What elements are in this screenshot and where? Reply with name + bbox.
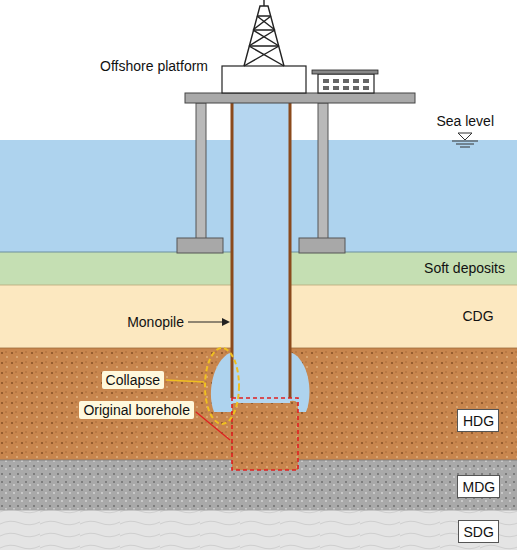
- layer-label: Offshore platform: [100, 58, 208, 75]
- layer-label: Collapse: [102, 371, 164, 390]
- monopile-fill: [232, 103, 290, 403]
- platform-foot: [299, 238, 345, 253]
- leader-line: [196, 412, 230, 440]
- platform-leg: [196, 103, 206, 240]
- layer-label: Sea level: [436, 113, 494, 130]
- collapse-ellipse: [205, 348, 239, 424]
- layer-name: MDG: [463, 479, 494, 496]
- monopile-wall: [289, 100, 292, 398]
- layer-name: HDG: [463, 413, 493, 430]
- leader-arrow: [188, 321, 226, 322]
- layer-label: Original borehole: [79, 401, 194, 420]
- windows: [323, 79, 369, 90]
- layer-label: Soft deposits: [424, 260, 505, 277]
- layer-tag: HDG: [457, 409, 499, 432]
- platform-foot: [177, 238, 223, 253]
- platform-deck: [185, 93, 415, 103]
- original-borehole-outline: [232, 398, 298, 470]
- sea-level-symbol: [452, 133, 478, 147]
- borehole-rubble: [232, 399, 298, 470]
- leader-line: [166, 380, 204, 382]
- arrow-head: [222, 318, 230, 326]
- platform-quarters: [318, 74, 374, 93]
- layer-tag: SDG: [458, 520, 499, 543]
- platform-leg: [318, 103, 328, 240]
- layer-label: Monopile: [127, 314, 184, 331]
- layer-name: SDG: [464, 524, 493, 541]
- derrick: [244, 0, 284, 66]
- layer-label: CDG: [462, 308, 493, 325]
- platform-building: [222, 66, 306, 93]
- sdg-layer: [0, 510, 517, 550]
- layer-tag: MDG: [457, 475, 500, 498]
